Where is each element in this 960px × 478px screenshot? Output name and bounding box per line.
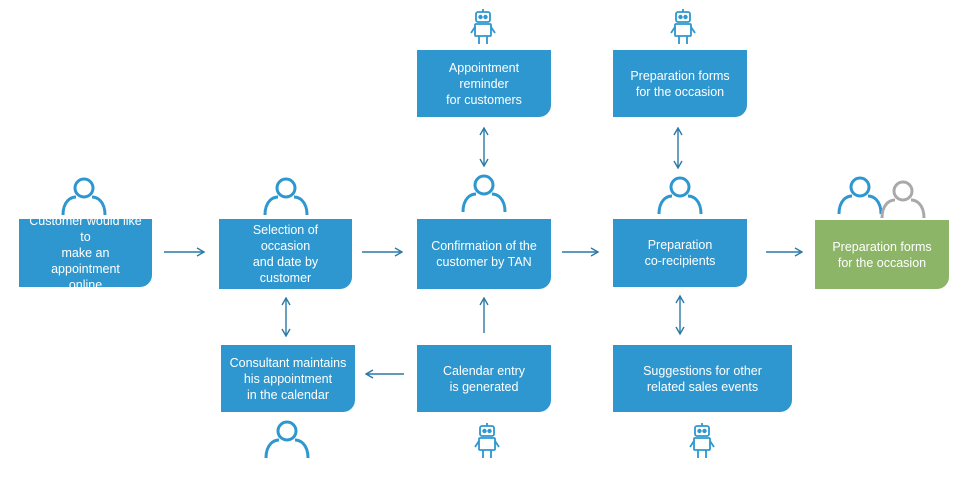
node-selection-label: Selection of occasion and date by custom… [252, 223, 319, 285]
robot-icon [470, 9, 496, 44]
node-consultant: Consultant maintains his appointment in … [221, 345, 355, 412]
person-icon [837, 176, 883, 215]
node-final: Preparation forms for the occasion [815, 220, 949, 289]
node-reminder: Appointment reminder for customers [417, 50, 551, 117]
person-icon [263, 177, 309, 216]
node-forms-label: Preparation forms for the occasion [630, 68, 730, 99]
node-confirmation: Confirmation of the customer by TAN [417, 219, 551, 289]
node-preparation-label: Preparation co-recipients [644, 238, 716, 268]
person-icon [61, 177, 107, 216]
person-icon [461, 174, 507, 213]
node-preparation: Preparation co-recipients [613, 219, 747, 287]
robot-icon [474, 423, 500, 458]
person-secondary-icon [880, 180, 926, 219]
node-consultant-label: Consultant maintains his appointment in … [229, 355, 347, 402]
node-calendar: Calendar entry is generated [417, 345, 551, 412]
robot-icon [670, 9, 696, 44]
node-confirmation-label: Confirmation of the customer by TAN [431, 239, 537, 269]
node-final-label: Preparation forms for the occasion [832, 239, 932, 270]
node-calendar-label: Calendar entry is generated [443, 363, 525, 394]
robot-icon [689, 423, 715, 458]
node-reminder-label: Appointment reminder for customers [446, 60, 522, 107]
node-start-label: Customer would like to make an appointme… [29, 214, 142, 292]
node-forms: Preparation forms for the occasion [613, 50, 747, 117]
person-icon [657, 176, 703, 215]
node-suggestions-label: Suggestions for other related sales even… [643, 363, 762, 394]
node-suggestions: Suggestions for other related sales even… [613, 345, 792, 412]
node-selection: Selection of occasion and date by custom… [219, 219, 352, 289]
person-icon [264, 420, 310, 459]
node-start: Customer would like to make an appointme… [19, 214, 152, 292]
